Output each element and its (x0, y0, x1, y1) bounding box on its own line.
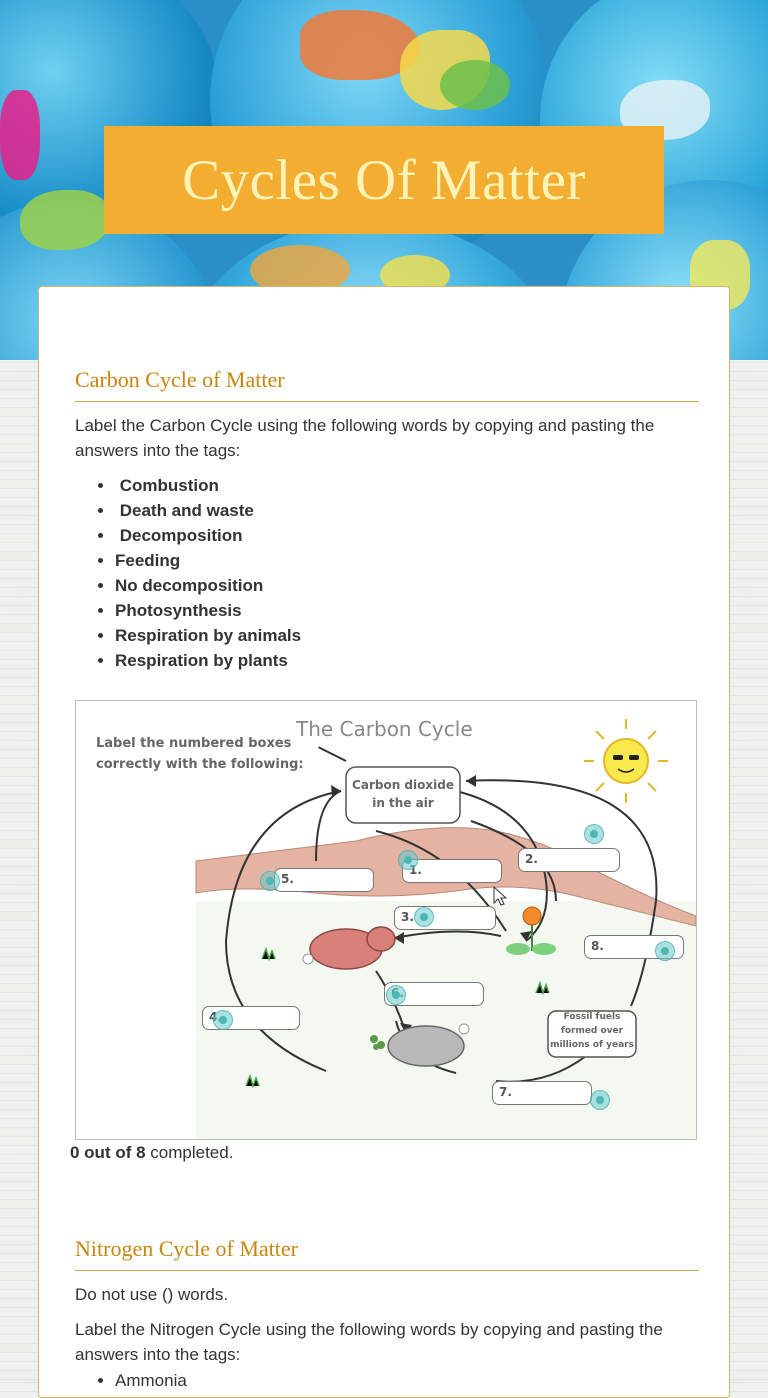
carbon-cycle-diagram: The Carbon Cycle Label the numbered boxe… (75, 700, 697, 1140)
list-item: Photosynthesis (115, 598, 301, 623)
list-item: No decomposition (115, 573, 301, 598)
nitrogen-word-list: Ammonia (75, 1368, 187, 1393)
label-box-3: 3. (394, 906, 496, 930)
answer-tag-7[interactable] (590, 1090, 610, 1110)
answer-tag-5[interactable] (260, 871, 280, 891)
diagram-prompt-line1: Label the numbered boxes (96, 736, 292, 751)
co2-label-line1: Carbon dioxide (352, 778, 454, 792)
label-box-7: 7. (492, 1081, 592, 1105)
carbon-word-list: Combustion Death and waste Decomposition… (75, 473, 301, 673)
progress-status: 0 out of 8 completed. (70, 1143, 233, 1163)
answer-tag-1[interactable] (398, 850, 418, 870)
fossil-label-line2: formed over (560, 1026, 624, 1036)
answer-tag-3[interactable] (414, 907, 434, 927)
list-item: Respiration by plants (115, 648, 301, 673)
nitrogen-instructions: Label the Nitrogen Cycle using the follo… (75, 1320, 663, 1364)
label-box-2: 2. (518, 848, 620, 872)
co2-label-line2: in the air (372, 796, 434, 810)
list-item: Death and waste (115, 498, 301, 523)
carbon-section-heading: Carbon Cycle of Matter (75, 367, 699, 402)
page-title: Cycles Of Matter (182, 148, 586, 212)
nitrogen-note: Do not use () words. (75, 1285, 229, 1304)
answer-tag-4[interactable] (213, 1010, 233, 1030)
diagram-prompt-line2: correctly with the following: (96, 757, 304, 772)
nitrogen-section-heading: Nitrogen Cycle of Matter (75, 1236, 699, 1271)
progress-suffix: completed. (145, 1143, 234, 1162)
title-banner: Cycles Of Matter (104, 126, 664, 234)
answer-tag-8[interactable] (655, 941, 675, 961)
answer-tag-6[interactable] (386, 985, 406, 1005)
list-item: Combustion (115, 473, 301, 498)
carbon-instructions: Label the Carbon Cycle using the followi… (75, 416, 655, 460)
label-box-1: 1. (402, 859, 502, 883)
list-item: Ammonia (115, 1368, 187, 1393)
fossil-label-line1: Fossil fuels (563, 1012, 621, 1022)
carbon-cycle-drawing (195, 719, 696, 1139)
answer-tag-2[interactable] (584, 824, 604, 844)
progress-count: 0 out of 8 (70, 1143, 146, 1162)
worksheet-card: Carbon Cycle of Matter Label the Carbon … (38, 286, 730, 1398)
label-box-5: 5. (274, 868, 374, 892)
list-item: Respiration by animals (115, 623, 301, 648)
list-item: Decomposition (115, 523, 301, 548)
fossil-label-line3: millions of years (550, 1040, 634, 1050)
list-item: Feeding (115, 548, 301, 573)
diagram-title: The Carbon Cycle (296, 717, 473, 741)
